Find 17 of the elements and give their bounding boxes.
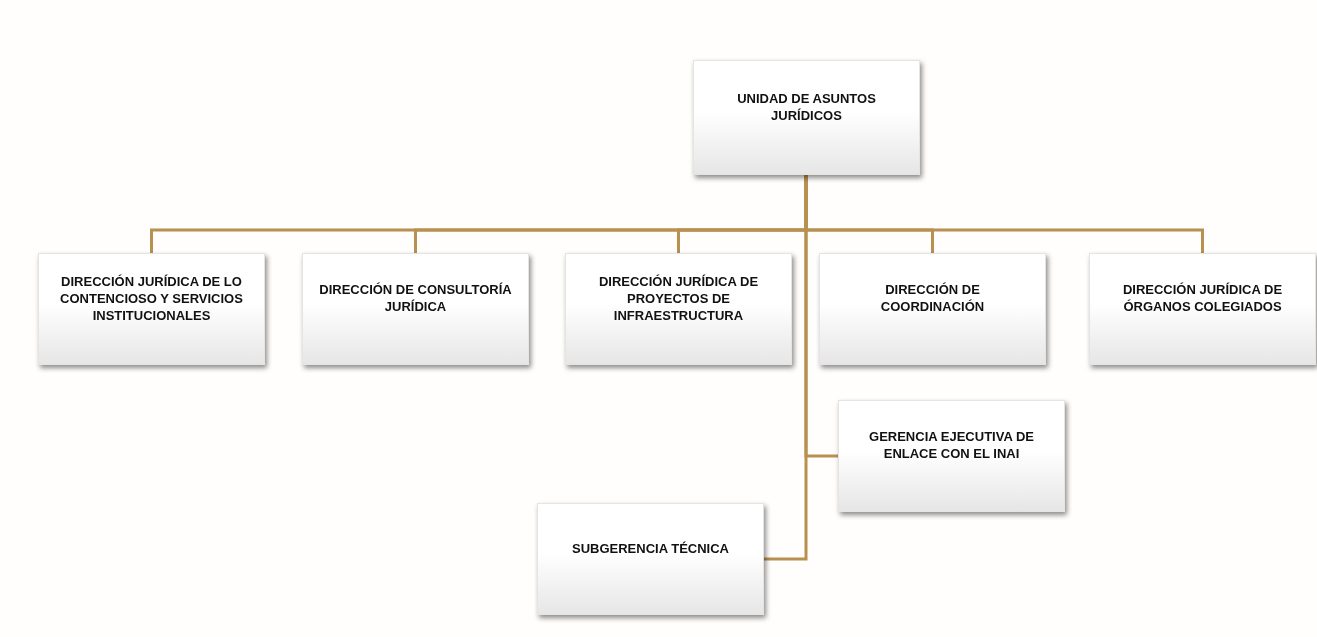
org-unit-box bbox=[693, 60, 920, 175]
unit-name: DIRECCIÓN JURÍDICA DE LO CONTENCIOSO Y SERVICIOS INSTITUCIONALES bbox=[59, 272, 244, 324]
unit-name: GERENCIA EJECUTIVA DE ENLACE CON EL INAI bbox=[868, 428, 1035, 462]
unit-name: UNIDAD DE ASUNTOS JURÍDICOS bbox=[736, 89, 877, 124]
org-unit-box bbox=[1089, 253, 1316, 365]
connector-line bbox=[764, 175, 808, 561]
unit-name: DIRECCIÓN JURÍDICA DE PROYECTOS DE INFRAESTRUCTURA bbox=[597, 272, 760, 324]
unit-name: DIRECCIÓN JURÍDICA DE ÓRGANOS COLEGIADOS bbox=[1121, 281, 1284, 315]
org-unit-box bbox=[565, 253, 792, 365]
org-unit-box bbox=[38, 253, 265, 365]
unit-name: DIRECCIÓN DE COORDINACIÓN bbox=[879, 281, 986, 315]
org-unit-box bbox=[537, 503, 764, 615]
org-unit-box bbox=[819, 253, 1046, 365]
unit-name: SUBGERENCIA TÉCNICA bbox=[572, 539, 729, 557]
org-unit-box bbox=[302, 253, 529, 365]
org-unit-box bbox=[838, 400, 1065, 512]
unit-name: DIRECCIÓN DE CONSULTORÍA JURÍDICA bbox=[318, 281, 513, 315]
